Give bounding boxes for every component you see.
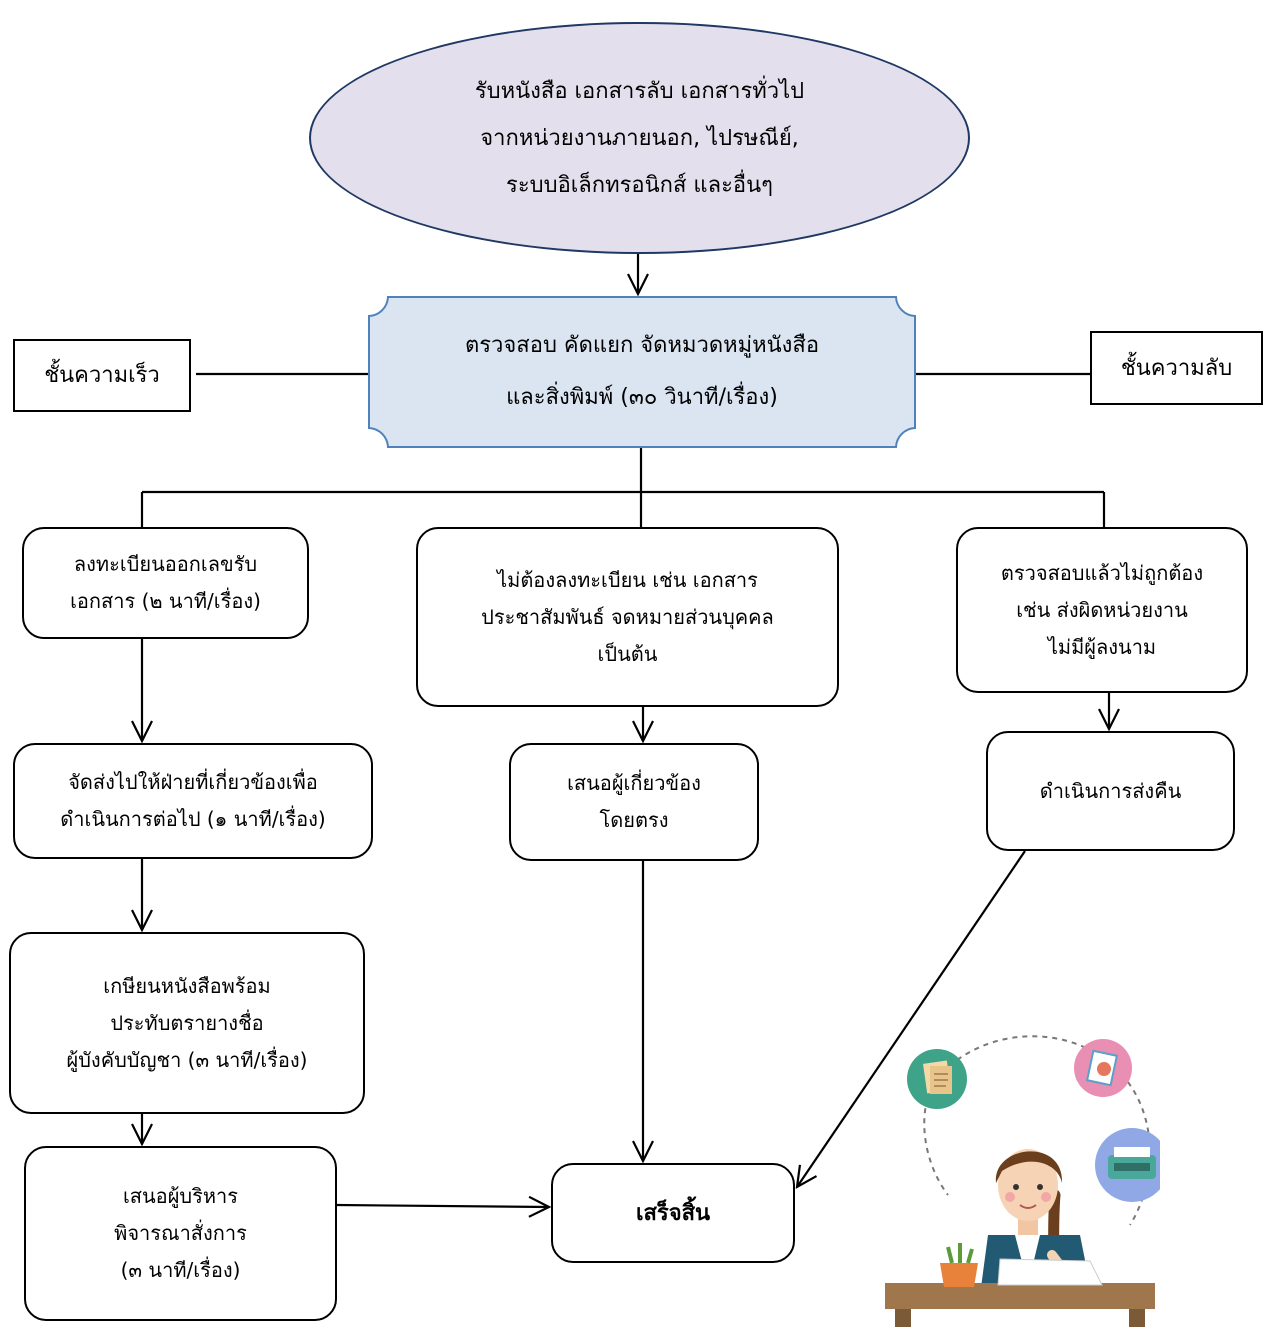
register-box: ลงทะเบียนออกเลขรับ เอกสาร (๒ นาที/เรื่อง… xyxy=(22,527,309,639)
start-oval: รับหนังสือ เอกสารลับ เอกสารทั่วไป จากหน่… xyxy=(309,22,970,254)
forward-box: จัดส่งไปให้ฝ่ายที่เกี่ยวข้องเพื่อ ดำเนิน… xyxy=(13,743,373,859)
annotate-box: เกษียนหนังสือพร้อม ประทับตรายางชื่อ ผู้บ… xyxy=(9,932,365,1114)
office-worker-illustration xyxy=(885,1035,1160,1327)
urgency-box: ชั้นความเร็ว xyxy=(13,339,191,412)
propose-box: เสนอผู้บริหาร พิจารณาสั่งการ (๓ นาที/เรื… xyxy=(24,1146,337,1321)
end-box: เสร็จสิ้น xyxy=(551,1163,795,1263)
documents-icon xyxy=(907,1049,967,1109)
check-label: ตรวจสอบ คัดแยก จัดหมวดหมู่หนังสือ และสิ่… xyxy=(464,333,820,410)
plaque-shape xyxy=(368,296,916,448)
woman-at-desk xyxy=(885,1149,1155,1327)
incorrect-box: ตรวจสอบแล้วไม่ถูกต้อง เช่น ส่งผิดหน่วยงา… xyxy=(956,527,1248,693)
arrow-propose-to-end xyxy=(336,1205,549,1207)
direct-box: เสนอผู้เกี่ยวข้อง โดยตรง xyxy=(509,743,759,861)
check-box: ตรวจสอบ คัดแยก จัดหมวดหมู่หนังสือ และสิ่… xyxy=(368,296,916,448)
secrecy-box: ชั้นความลับ xyxy=(1090,331,1263,405)
arrow-return-to-end xyxy=(797,850,1026,1187)
approval-form-icon xyxy=(1074,1039,1132,1097)
typewriter-icon xyxy=(1095,1128,1160,1202)
return-box: ดำเนินการส่งคืน xyxy=(986,731,1235,851)
no-register-box: ไม่ต้องลงทะเบียน เช่น เอกสาร ประชาสัมพัน… xyxy=(416,527,839,707)
